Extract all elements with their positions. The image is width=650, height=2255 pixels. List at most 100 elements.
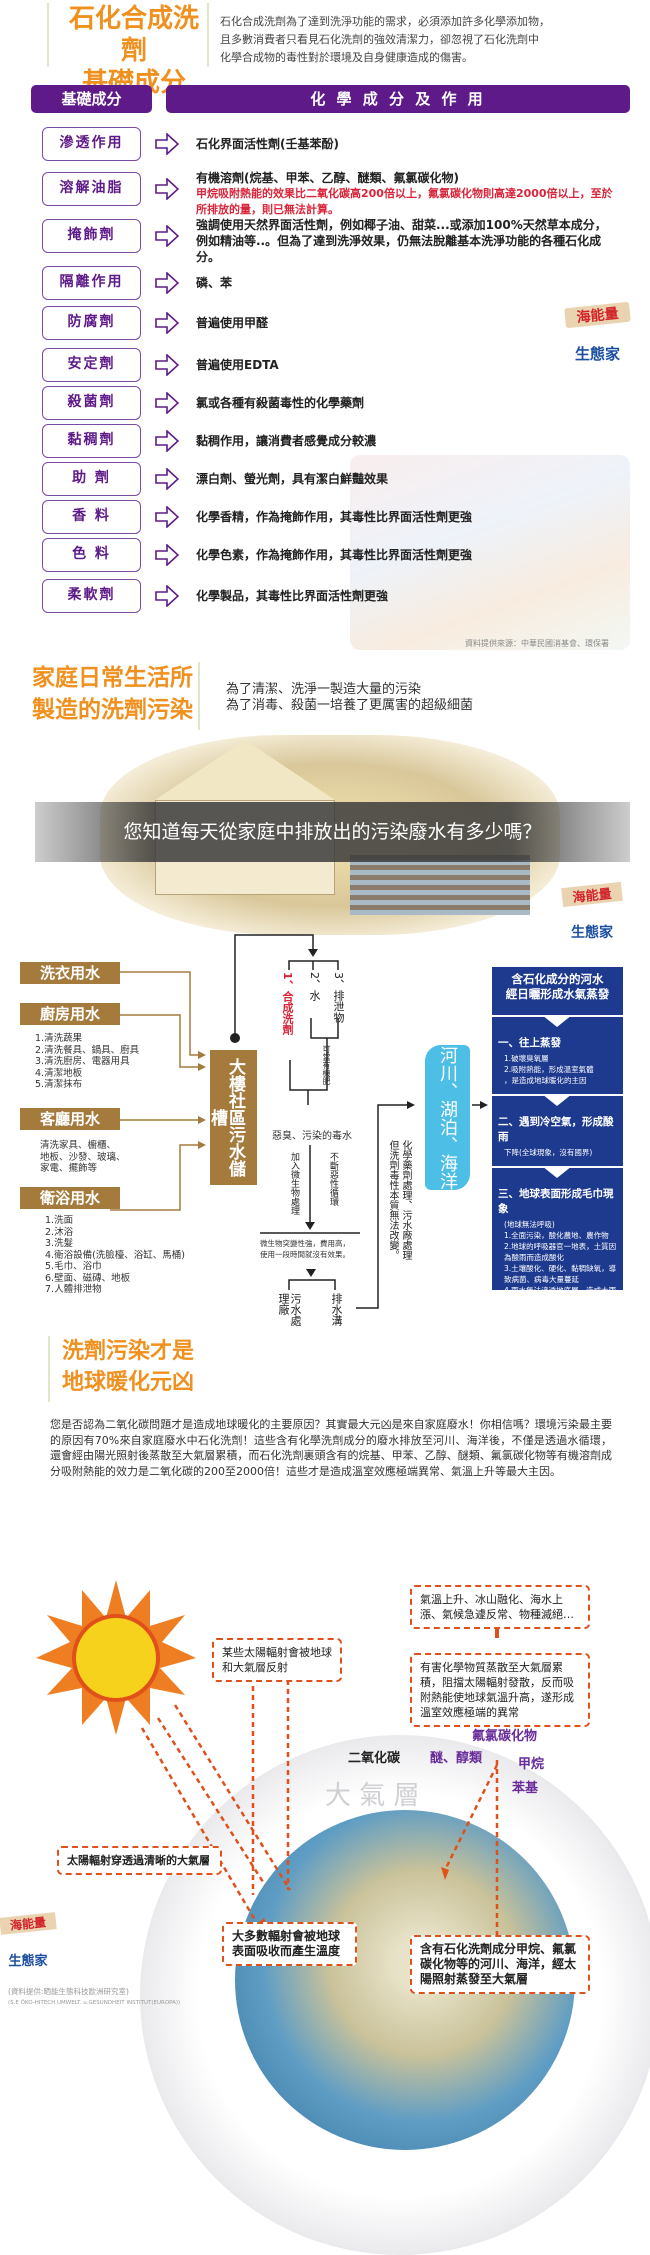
brand-logo: 海能量 生態家 (561, 881, 623, 950)
microbe-treatment: 加入微生物處理 (289, 1152, 299, 1215)
step-item: 2.地球的呼吸器官一地表，土質因 (504, 1242, 617, 1251)
description-text: 漂白劑、螢光劑，具有潔白鮮豔效果 (196, 472, 389, 486)
ingredient-description: 黏稠作用，讓消費者感覺成分較濃 (196, 433, 616, 449)
flow-connectors (110, 934, 488, 1309)
ingredient-description: 化學製品，其毒性比界面活性劑更強 (196, 588, 616, 604)
ingredient-description: 氯或各種有殺菌毒性的化學藥劑 (196, 395, 616, 411)
list-item: 4.衛浴設備(洗臉檯、浴缸、馬桶) (45, 1249, 185, 1261)
arrow-right-icon (155, 312, 179, 334)
note-line: 微生物突變性強，費用高， (260, 1239, 350, 1248)
ingredient-description: 強調使用天然界面活性劑，例如椰子油、甜菜...或添加100%天然草本成分，例如精… (196, 217, 616, 265)
radiation-arrows (36, 1580, 503, 1940)
step-item: (地球無法呼吸) (504, 1220, 555, 1229)
list-item: 3.洗髮 (45, 1238, 74, 1249)
ingredient-label: 黏稠劑 (42, 424, 141, 458)
list-item: 2.清洗餐具、鍋具、廚具 (35, 1044, 140, 1056)
absorption-note: 大多數輻射會被地球表面吸收而產生溫度 (222, 1922, 357, 1966)
section2-title: 家庭日常生活所 製造的洗劑污染 (20, 662, 200, 730)
data-credit: (資料提供:晒能生態科技歐洲研究室) (8, 1987, 129, 1996)
box-title-line: 含石化成分的河水 (511, 972, 604, 986)
ether-alcohol-label: 醚、醇類 (430, 1751, 483, 1766)
chemical-treatment-note: 化學藥劑處理、污水廠處理但洗劑毒性本質無法改變。 (386, 1140, 412, 1270)
benzene-label: 苯基 (512, 1781, 539, 1796)
description-text: 有機溶劑(烷基、甲苯、乙醇、醚類、氟氯碳化物) (196, 171, 459, 185)
subtitle-line: 為了消毒、殺菌一培養了更厲害的超級細菌 (226, 698, 474, 713)
list-item: 5.毛巾、浴巾 (45, 1261, 102, 1272)
step-item: 1.破壞臭氧層 (504, 1054, 549, 1063)
step-item: 1.全面污染，酸化農地、農作物 (504, 1231, 609, 1240)
arrow-right-icon (155, 430, 179, 452)
water-use-list: 清洗家具、櫥櫃、地板、沙發、玻璃、家電、擺飾等 (40, 1140, 126, 1175)
ingredient-description: 有機溶劑(烷基、甲苯、乙醇、醚類、氟氯碳化物)甲烷吸附熱能的效果比二氧化碳高20… (196, 170, 616, 218)
house-roof (155, 740, 335, 800)
water-source-label: 客廳用水 (20, 1108, 120, 1130)
ingredient-label: 隔離作用 (42, 266, 141, 300)
arrow-right-icon (155, 506, 179, 528)
arrow-right-icon (155, 585, 179, 607)
ingredient-label: 香 料 (42, 500, 141, 534)
step-item: 致病菌、病毒大量蔓延 (504, 1275, 579, 1284)
title-line: 洗劑污染才是 (62, 1339, 195, 1364)
cfc-label: 氟氯碳化物 (472, 1729, 538, 1744)
ingredient-label: 防腐劑 (42, 306, 141, 340)
ingredient-description: 漂白劑、螢光劑，具有潔白鮮豔效果 (196, 471, 616, 487)
microbe-note: 微生物突變性強，費用高， 使用一段時間就沒有效果。 (260, 1238, 350, 1260)
description-text: 石化界面活性劑(壬基苯酚) (196, 137, 339, 151)
logo-sign: 海能量 (564, 301, 631, 329)
ingredient-label: 助 劑 (42, 462, 141, 496)
header-basic-ingredients: 基礎成分 (31, 85, 152, 113)
arrow-right-icon (155, 544, 179, 566)
description-text: 磷、苯 (196, 276, 233, 290)
title-line: 地球暖化元凶 (62, 1370, 195, 1395)
list-item: 7.人體排泄物 (45, 1284, 102, 1295)
logo-sign: 海能量 (561, 881, 623, 908)
ingredient-label: 色 料 (42, 538, 141, 572)
step-item: 下降(全球現象，沒有國界) (504, 1148, 593, 1157)
ingredient-description: 化學香精，作為掩飾作用，其毒性比界面活性劑更強 (196, 509, 616, 525)
section3-paragraph: 您是否認為二氧化碳問題才是造成地球暖化的主要原因？其實最大元凶是來自家庭廢水！你… (50, 1418, 612, 1478)
logo-text: 生態家 (8, 1954, 48, 1969)
evaporation-step: 一、往上蒸發 1.破壞臭氧層 2.吸附熱能，形成溫室氣體 ，是造成地球暖化的主因 (492, 1015, 623, 1096)
section3-title: 洗劑污染才是 地球暖化元凶 (48, 1336, 218, 1402)
evaporation-box: 含石化成分的河水 經日曬形成水氣蒸發 一、往上蒸發 1.破壞臭氧層 2.吸附熱能，形… (492, 967, 623, 1306)
ingredient-label: 安定劑 (42, 348, 141, 382)
question-banner: 您知道每天從家庭中排放出的污染廢水有多少嗎？ (35, 802, 630, 862)
logo-sign: 海能量 (0, 1912, 57, 1935)
title-line: 製造的洗劑污染 (32, 697, 193, 723)
note-line: 但洗劑毒性本質無法改變。 (387, 1140, 398, 1260)
sewage-plant: 污水處理廠 (277, 1293, 302, 1326)
ingredient-excrement: 3、排泄物 (332, 972, 345, 1023)
note-line: 化學藥劑處理、污水廠處理 (400, 1140, 411, 1260)
section2-subtitle: 為了清潔、洗淨一製造大量的污染 為了消毒、殺菌一培養了更厲害的超級細菌 (226, 682, 473, 714)
arrow-right-icon (155, 225, 179, 247)
list-item: 家電、擺飾等 (40, 1163, 98, 1174)
fertilizer-note: 可當有機肥 (322, 1045, 331, 1085)
evaporation-title: 含石化成分的河水 經日曬形成水氣蒸發 (492, 967, 623, 1017)
reflection-note: 某些太陽輻射會被地球和大氣層反射 (212, 1638, 342, 1682)
ingredient-description: 普遍使用EDTA (196, 357, 616, 373)
chevron-down-icon (542, 1094, 572, 1106)
brand-logo: 海能量 生態家 (564, 301, 631, 375)
arrow-right-icon (155, 272, 179, 294)
logo-text: 生態家 (571, 925, 613, 941)
source-credit: 資料提供來源：中華民國消基會、環保署 (465, 639, 609, 648)
description-text: 強調使用天然界面活性劑，例如椰子油、甜菜...或添加100%天然草本成分，例如精… (196, 218, 607, 264)
harmful-chemicals-note: 有害化學物質蒸散至大氣層累積，阻擋太陽輻射發散，反而吸附熱能使地球氣溫升高，遂形… (410, 1653, 590, 1727)
list-item: 地板、沙發、玻璃、 (40, 1151, 126, 1163)
logo-text: 生態家 (574, 345, 620, 363)
chevron-down-icon (542, 1015, 572, 1027)
description-text: 黏稠作用，讓消費者感覺成分較濃 (196, 434, 377, 448)
list-item: 1.洗面 (45, 1215, 74, 1226)
desc-line: 石化合成洗劑為了達到洗淨功能的需求，必須添加許多化學添加物， (220, 15, 550, 28)
description-text: 化學色素，作為掩飾作用，其毒性比界面活性劑更強 (196, 548, 473, 562)
arrow-right-icon (155, 133, 179, 155)
step-item: 2.吸附熱能，形成溫室氣體 (504, 1065, 594, 1074)
note-line: 使用一段時間就沒有效果。 (260, 1250, 350, 1259)
methane-label: 甲烷 (518, 1757, 545, 1772)
step-title: 一、往上蒸發 (498, 1037, 561, 1049)
penetration-note: 太陽輻射穿透過清晰的大氣層 (57, 1846, 222, 1875)
step-item: ，是造成地球暖化的主因 (504, 1076, 587, 1085)
list-item: 2.沐浴 (45, 1226, 74, 1238)
